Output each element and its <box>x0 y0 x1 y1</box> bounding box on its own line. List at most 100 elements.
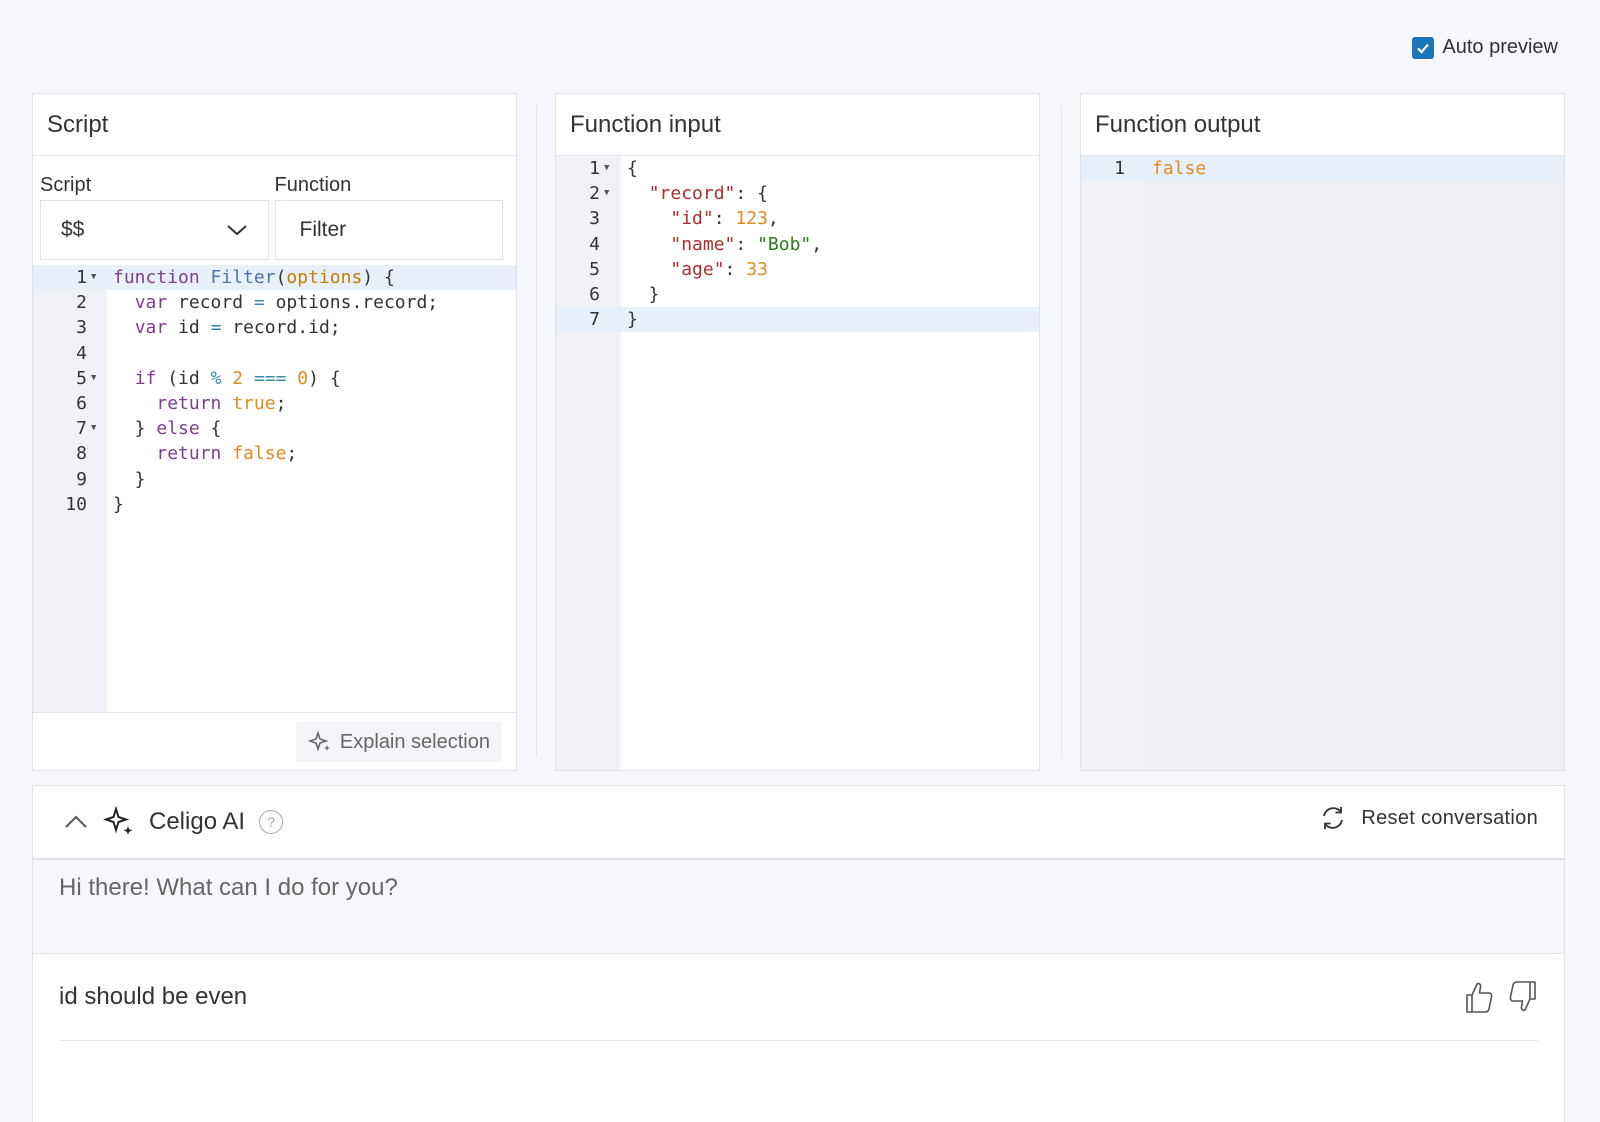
code-text: var record = options.record; <box>134 292 439 314</box>
fold-toggle-icon[interactable]: ▼ <box>91 272 97 282</box>
code-text: var id = record.id; <box>134 317 341 339</box>
script-select-label: Script <box>40 174 92 196</box>
explain-selection-label: Explain selection <box>339 730 490 753</box>
line-number: 4 <box>76 342 87 364</box>
function-output-editor[interactable]: 1 false <box>1081 156 1564 770</box>
editor-gutter <box>556 156 621 770</box>
line-number: 7 <box>589 309 600 331</box>
code-line: 1 ▼ { <box>556 156 1039 181</box>
ai-title: Celigo AI <box>149 808 246 835</box>
function-output-title: Function output <box>1081 94 1564 156</box>
feedback-buttons <box>1464 980 1538 1014</box>
code-line: 10} <box>33 492 516 517</box>
code-line: 1 ▼ function Filter(options) { <box>33 265 516 291</box>
code-text: } <box>113 493 124 515</box>
auto-preview-checkbox[interactable] <box>1412 36 1435 59</box>
code-text: { <box>627 158 638 179</box>
code-text: } <box>627 309 638 331</box>
code-line: 7 ▼ } else { <box>33 416 516 441</box>
editor-gutter <box>33 265 107 715</box>
script-panel: Script Script $$ Function Filter 1 ▼ funct… <box>32 93 517 771</box>
code-line: 1 false <box>1081 156 1564 182</box>
fold-toggle-icon[interactable]: ▼ <box>91 372 97 383</box>
line-number: 9 <box>76 468 87 490</box>
ai-greeting: Hi there! What can I do for you? <box>33 860 1564 954</box>
help-icon[interactable]: ? <box>259 810 284 834</box>
celigo-ai-panel: Celigo AI ? Reset conversation Hi there!… <box>32 785 1565 1122</box>
line-number: 6 <box>76 392 87 414</box>
code-line: 2 ▼ "record": { <box>556 181 1039 206</box>
fold-toggle-icon[interactable]: ▼ <box>91 423 97 434</box>
code-line: 7} <box>556 307 1039 333</box>
fold-toggle-icon[interactable]: ▼ <box>604 163 610 173</box>
line-number: 3 <box>589 208 600 230</box>
readonly-overlay <box>1146 156 1564 770</box>
line-number: 2 <box>76 292 87 314</box>
code-line: 9 } <box>33 467 516 492</box>
reset-conversation-label: Reset conversation <box>1361 806 1538 829</box>
code-line: 5 "age": 33 <box>556 257 1039 282</box>
chevron-up-icon[interactable] <box>63 814 89 830</box>
code-text: false <box>1152 158 1207 179</box>
thumbs-up-icon[interactable] <box>1464 980 1494 1014</box>
code-text: "record": { <box>648 183 768 205</box>
function-input[interactable]: Filter <box>274 200 503 260</box>
code-text: } else { <box>113 418 222 440</box>
chevron-down-icon <box>226 225 247 236</box>
line-number: 4 <box>589 233 600 255</box>
line-number: 1 <box>1114 158 1125 179</box>
user-message: id should be even <box>59 954 1538 1041</box>
line-number: 10 <box>65 493 87 515</box>
line-number: 3 <box>76 317 87 339</box>
code-text: return false; <box>156 443 298 465</box>
code-text: } <box>113 468 146 490</box>
editor-gutter <box>1081 156 1146 770</box>
line-number: 1 <box>76 267 87 288</box>
code-text: "name": "Bob", <box>670 233 823 255</box>
user-message-text: id should be even <box>59 983 248 1010</box>
auto-preview-label: Auto preview <box>1442 36 1558 58</box>
code-line: 4 <box>33 341 516 366</box>
function-input-value: Filter <box>299 218 347 241</box>
code-line: 8 return false; <box>33 441 516 466</box>
script-footer: Explain selection <box>33 712 516 770</box>
code-text: } <box>627 283 660 305</box>
line-number: 7 <box>76 418 87 440</box>
line-number: 5 <box>76 367 87 389</box>
line-number: 2 <box>589 183 600 205</box>
code-line: 3 "id": 123, <box>556 206 1039 231</box>
line-number: 8 <box>76 443 87 465</box>
sparkle-icon <box>307 730 330 752</box>
script-select-value: $$ <box>61 218 85 241</box>
code-text: "id": 123, <box>670 208 779 230</box>
checkmark-icon <box>1417 43 1430 54</box>
panel-divider <box>1061 105 1062 757</box>
function-input-panel: Function input 1▼{2▼ "record": {3 "id": … <box>555 93 1040 771</box>
function-input-editor[interactable]: 1▼{2▼ "record": {3 "id": 123,4 "name": "… <box>556 156 1039 770</box>
code-text: if (id % 2 === 0) { <box>134 367 341 389</box>
function-select-label: Function <box>274 174 352 196</box>
sparkle-icon <box>103 806 133 835</box>
code-text: return true; <box>156 392 287 414</box>
script-select[interactable]: $$ <box>40 200 269 260</box>
code-line: 2 var record = options.record; <box>33 290 516 315</box>
explain-selection-button[interactable]: Explain selection <box>295 722 502 762</box>
code-text: function Filter(options) { <box>113 267 395 288</box>
code-line: 3 var id = record.id; <box>33 315 516 340</box>
code-line: 4 "name": "Bob", <box>556 232 1039 257</box>
script-editor[interactable]: 1▼function Filter(options) {2 var record… <box>33 265 516 715</box>
ai-header: Celigo AI ? Reset conversation <box>33 786 1564 860</box>
code-line: 6 return true; <box>33 391 516 416</box>
code-line: 5 ▼ if (id % 2 === 0) { <box>33 366 516 391</box>
thumbs-down-icon[interactable] <box>1508 980 1538 1014</box>
auto-preview-toggle[interactable]: Auto preview <box>1412 36 1558 59</box>
function-input-title: Function input <box>556 94 1039 156</box>
refresh-icon <box>1323 807 1344 829</box>
line-number: 6 <box>589 283 600 305</box>
reset-conversation-button[interactable]: Reset conversation <box>1319 804 1538 832</box>
line-number: 1 <box>589 158 600 179</box>
script-panel-title: Script <box>33 94 516 156</box>
function-output-panel: Function output 1 false <box>1080 93 1565 771</box>
code-line: 6 } <box>556 282 1039 307</box>
fold-toggle-icon[interactable]: ▼ <box>604 188 610 199</box>
